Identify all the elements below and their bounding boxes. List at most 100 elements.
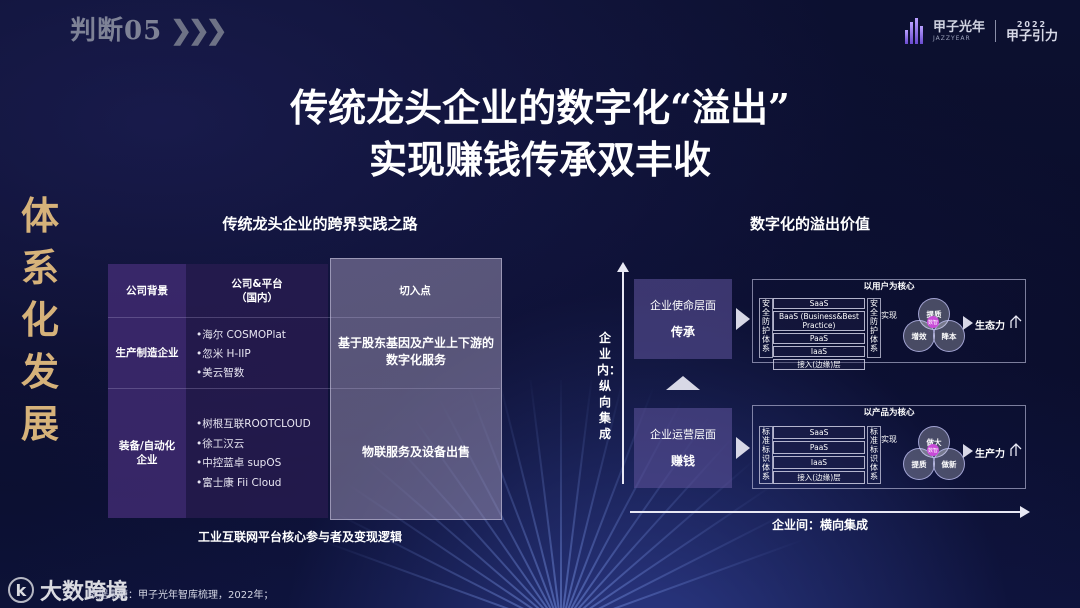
title-line-1: 传统龙头企业的数字化“溢出” xyxy=(290,85,790,130)
row-background-cell: 装备/自动化企业 xyxy=(118,440,176,466)
light-ray xyxy=(560,380,625,608)
list-item: •徐工汉云 xyxy=(196,437,245,450)
product-core-frame: 以产品为核心 标准标识体系 SaaS PaaS IaaS 接入(边缘)层 标准标… xyxy=(752,405,1026,489)
chevron-right-icon: ❯❯❯ xyxy=(170,16,227,46)
platform-list: •海尔 COSMOPlat •忽米 H-IIP •美云智数 xyxy=(196,326,286,383)
section-label-text: 判断05 xyxy=(70,16,163,46)
watermark: k 大数跨境 xyxy=(8,574,128,606)
entry-column-highlight xyxy=(330,258,502,520)
title-line-2: 实现赚钱传承双丰收 xyxy=(368,137,711,182)
level-label: 企业运营层面 xyxy=(650,428,716,441)
side-title: 体 系 化 发 展 xyxy=(18,190,62,450)
side-title-char: 化 xyxy=(20,297,59,342)
section-label: 判断05❯❯❯ xyxy=(70,10,228,47)
vertical-label-box: 标准标识体系 xyxy=(867,426,881,484)
list-item: •美云智数 xyxy=(196,367,245,379)
light-ray xyxy=(328,509,562,608)
list-item: •富士康 Fii Cloud xyxy=(196,476,282,489)
layer-box: SaaS xyxy=(773,298,865,309)
layer-box: SaaS xyxy=(773,426,865,439)
light-ray xyxy=(497,380,562,608)
horizontal-axis xyxy=(630,511,1020,513)
venn-center: 数智 xyxy=(927,444,939,456)
watermark-logo-icon: k xyxy=(8,577,34,603)
vertical-label-box: 安全防护体系 xyxy=(867,298,881,358)
watermark-text: 大数跨境 xyxy=(40,580,129,605)
layer-stack: SaaS BaaS (Business&Best Practice) PaaS … xyxy=(773,298,865,372)
arrow-right-icon xyxy=(736,437,750,459)
arrow-right-icon xyxy=(963,444,973,458)
list-item: •树根互联ROOTCLOUD xyxy=(196,418,311,430)
trend-up-icon xyxy=(1010,443,1022,456)
layer-box: IaaS xyxy=(773,346,865,357)
event-name: 甲子引力 xyxy=(1005,29,1058,44)
left-heading: 传统龙头企业的跨界实践之路 xyxy=(222,215,418,233)
side-title-char: 系 xyxy=(20,245,59,290)
trend-up-icon xyxy=(1010,315,1022,328)
arrow-up-icon xyxy=(617,262,629,272)
vertical-label-box: 安全防护体系 xyxy=(759,298,773,358)
vertical-axis xyxy=(622,268,624,484)
frame-title: 以产品为核心 xyxy=(863,408,915,418)
table-caption: 工业互联网平台核心参与者及变现逻辑 xyxy=(197,530,402,544)
column-header-company: 公司&平台 （国内） xyxy=(231,277,283,304)
layer-box: PaaS xyxy=(773,441,865,454)
venn-circle: 做新 xyxy=(933,448,965,480)
layer-box: PaaS xyxy=(773,333,865,344)
light-rays-decoration xyxy=(200,380,920,608)
brand-subtitle: JAZZYEAR xyxy=(932,34,971,42)
source-note: 数据来源：甲子光年智库梳理，2022年； xyxy=(88,590,274,601)
arrow-right-icon xyxy=(736,308,750,330)
brand-logo: 甲子光年 JAZZYEAR 2022 甲子引力 xyxy=(904,18,1058,44)
horizontal-axis-label: 企业间：横向集成 xyxy=(771,518,868,532)
practice-label: 实现 xyxy=(881,311,897,320)
arrow-right-icon xyxy=(1020,506,1030,518)
layer-box: 接入(边缘)层 xyxy=(773,471,865,484)
entry-cell: 物联服务及设备出售 xyxy=(361,444,470,459)
practice-label: 实现 xyxy=(881,435,897,444)
level-box-operation: 企业运营层面 赚钱 xyxy=(634,408,732,488)
outcome-label: 生产力 xyxy=(975,449,1005,460)
list-item: •中控蓝卓 supOS xyxy=(196,457,282,469)
user-core-frame: 以用户为核心 安全防护体系 SaaS BaaS (Business&Best P… xyxy=(752,279,1026,370)
side-title-char: 发 xyxy=(20,349,59,394)
table-divider xyxy=(108,317,500,318)
venn-center: 数智 xyxy=(927,316,939,328)
chevron-up-icon xyxy=(666,376,700,390)
right-heading: 数字化的溢出价值 xyxy=(749,215,870,233)
brand-name: 甲子光年 xyxy=(932,19,985,35)
level-label: 企业使命层面 xyxy=(650,299,716,312)
column-header-background: 公司背景 xyxy=(126,285,168,297)
level-value: 赚钱 xyxy=(670,454,695,468)
layer-box: BaaS (Business&Best Practice) xyxy=(773,311,865,331)
venn-circle: 降本 xyxy=(933,320,965,352)
frame-title: 以用户为核心 xyxy=(863,282,915,292)
column-header-entry: 切入点 xyxy=(399,285,431,297)
arrow-right-icon xyxy=(963,316,973,330)
venn-diagram: 做大 提质 做新 数智 xyxy=(903,426,965,480)
table-divider xyxy=(108,388,500,389)
level-box-mission: 企业使命层面 传承 xyxy=(634,279,732,359)
platform-list: •树根互联ROOTCLOUD •徐工汉云 •中控蓝卓 supOS •富士康 Fi… xyxy=(196,415,311,493)
jazzyear-logo-icon xyxy=(904,18,927,44)
brand-divider xyxy=(994,20,996,42)
vertical-label-box: 标准标识体系 xyxy=(759,426,773,484)
list-item: •忽米 H-IIP xyxy=(196,348,251,360)
row-background-cell: 生产制造企业 xyxy=(115,347,179,359)
practice-table: 公司背景 公司&平台 （国内） 切入点 生产制造企业 •海尔 COSMOPlat… xyxy=(108,258,502,520)
layer-box: IaaS xyxy=(773,456,865,469)
list-item: •海尔 COSMOPlat xyxy=(196,329,286,341)
side-title-char: 体 xyxy=(20,193,59,238)
side-title-char: 展 xyxy=(20,401,59,446)
vertical-axis-label: 企业内：纵向集成 xyxy=(597,331,622,441)
entry-cell: 基于股东基因及产业上下游的数字化服务 xyxy=(337,336,494,367)
light-ray xyxy=(560,380,562,608)
event-tag: 2022 甲子引力 xyxy=(1006,19,1058,43)
event-year: 2022 xyxy=(1016,20,1048,29)
outcome-label: 生态力 xyxy=(975,321,1005,332)
venn-diagram: 提质 增效 降本 数智 xyxy=(903,298,965,352)
level-value: 传承 xyxy=(670,325,695,339)
layer-box: 接入(边缘)层 xyxy=(773,359,865,370)
page-title: 传统龙头企业的数字化“溢出” 实现赚钱传承双丰收 xyxy=(180,82,900,186)
layer-stack: SaaS PaaS IaaS 接入(边缘)层 xyxy=(773,426,865,486)
